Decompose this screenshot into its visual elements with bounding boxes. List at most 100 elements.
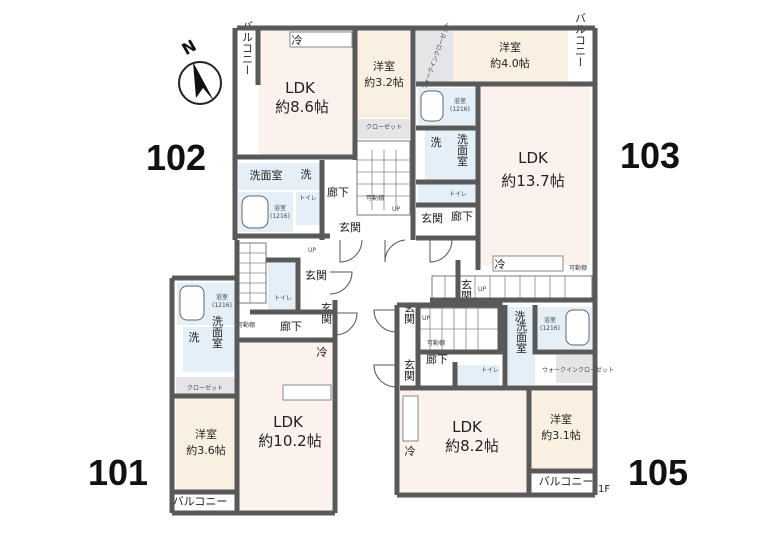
balcony-label: バルコニー [173,495,228,508]
bath-size: (1216) [540,325,560,332]
room-label: LDK [452,418,483,436]
unit-103: ウォークインクローゼット 洋室 約4.0帖 バルコニー 浴室 (1216) 洗 … [413,13,598,303]
room-label: 洗面室 [456,133,469,166]
toilet-label: トイレ [299,195,317,202]
room-label: 洋室 [550,412,572,426]
hall-label: 廊下 [327,185,349,199]
room-size: 約10.2帖 [258,432,321,450]
balcony-label: バルコニー [574,13,587,68]
western-101 [176,398,236,490]
room-label: 洋室 [373,59,395,73]
fridge: 冷 [405,445,416,458]
entrance-label: 玄関 [421,211,443,225]
stairs-102 [356,140,411,216]
shelf-label: 可動棚 [366,194,384,202]
up-label: UP [392,206,400,213]
bath-label: 浴室 [216,293,228,301]
balcony-label: バルコニー [241,21,254,76]
toilet-102 [296,192,320,225]
closet-label: クローゼット [366,123,402,131]
up-label: UP [478,286,486,293]
wic-label: ウォークインクローゼット [542,366,614,374]
north-label: N [179,36,200,59]
fridge: 冷 [495,258,506,271]
washroom-102 [238,163,320,190]
toilet-105 [457,365,499,386]
closet-label: クローゼット [187,384,223,392]
room-size: 約3.1帖 [541,428,581,442]
balcony-103 [570,30,590,82]
closet-101 [176,377,236,394]
entrance-label: 玄関 [339,220,361,234]
washer: 洗 [189,331,200,344]
hall-label: 廊下 [426,352,448,366]
balcony-105 [531,473,592,491]
hall-label: 廊下 [451,209,473,223]
ldk-105 [400,391,528,492]
western-102 [357,30,412,118]
closet-102 [357,119,412,139]
room-size: 約8.6帖 [275,98,329,116]
shelf-label: 可動棚 [427,339,445,347]
entrance-label-2: 玄関 [460,278,473,301]
toilet-label: トイレ [449,191,467,198]
hall-label: 廊下 [280,319,302,333]
room-label: LDK [273,413,304,431]
toilet-label: トイレ [274,295,292,302]
washroom-103 [425,130,478,180]
bath-size: (1216) [270,213,290,220]
wic-105 [556,355,592,383]
unit-number-101: 101 [88,452,148,493]
western-105 [531,391,592,470]
washer: 洗 [301,168,312,181]
ldk-101 [239,342,332,510]
toilet-101 [268,263,298,310]
bath-label: 浴室 [544,316,556,324]
bath-label: 浴室 [454,97,466,105]
wic-103 [416,30,453,82]
room-label: 洋室 [499,40,521,54]
ldk-103 [480,85,590,265]
up-label: UP [422,315,430,322]
room-label: LDK [285,79,316,97]
balcony-101 [176,493,236,511]
unit-102: バルコニー 冷 LDK 約8.6帖 洋室 約3.2帖 クローゼット UP 洗面室… [232,21,416,240]
washroom-105 [508,307,535,385]
unit-number-102: 102 [146,137,206,178]
up-label: UP [308,247,316,254]
fridge: 冷 [292,34,303,47]
balcony-102 [237,30,258,85]
washroom-101 [183,327,237,372]
room-size: 約13.7帖 [501,172,564,190]
balcony-label: バルコニー [539,475,594,488]
room-size: 約3.6帖 [186,443,226,457]
toilet-label: トイレ [481,367,499,374]
washer: 洗 [431,136,442,149]
bath-size: (1216) [212,302,232,309]
room-label: 洗面室 [515,320,528,353]
bath-size: (1216) [450,106,470,113]
entrance-label-2: 玄関 [403,358,416,381]
floor-label: 1F [598,484,610,495]
entrance-doors [329,239,453,388]
bath-label: 浴室 [274,204,286,212]
toilet-103 [418,183,478,204]
room-label: 洗面室 [250,168,283,182]
room-label: LDK [518,149,549,167]
room-size: 約8.2帖 [445,437,499,455]
unit-105: 玄関 UP 可動棚 廊下 玄関 トイレ 洗 洗面室 浴室 (1216) ウォーク… [394,300,614,498]
shelf-label: 可動棚 [237,321,255,329]
room-size: 約4.0帖 [490,56,530,70]
room-label: 洋室 [195,427,217,441]
ldk-102 [258,30,355,157]
unit-number-105: 105 [628,452,688,493]
north-arrow-icon: N [178,36,222,105]
fridge: 冷 [317,346,328,359]
entrance-label: 玄関 [305,268,327,282]
room-label: 洗面室 [211,315,224,348]
shelf-label: 可動棚 [569,264,587,272]
room-size: 約3.2帖 [364,75,404,89]
unit-number-103: 103 [620,135,680,176]
western-103 [453,30,568,82]
